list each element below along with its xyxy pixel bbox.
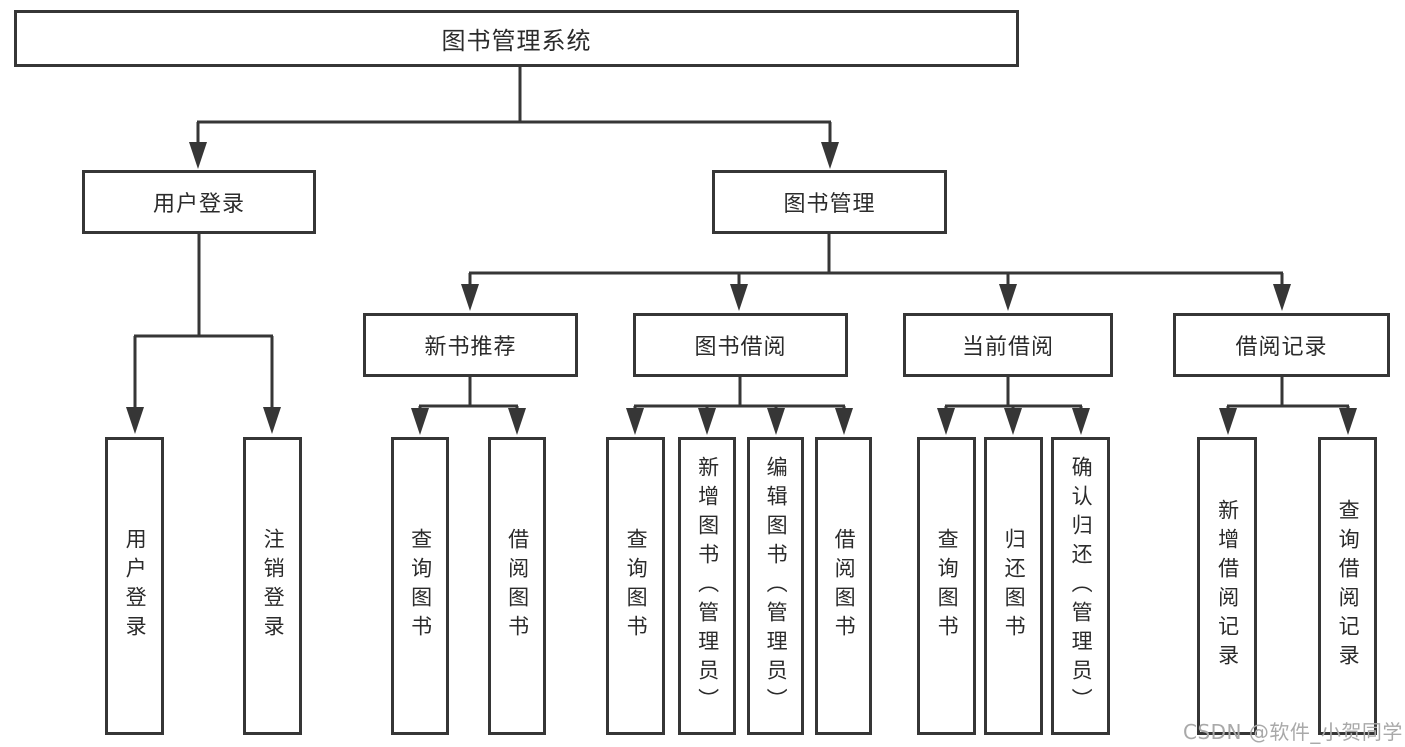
arrowhead xyxy=(1004,408,1022,435)
leaf-borrow-books-recommend: 借阅图书 xyxy=(488,437,546,735)
arrowhead xyxy=(626,408,644,435)
line xyxy=(468,232,1284,290)
arrowhead xyxy=(189,142,207,169)
node-user-login-label: 用户登录 xyxy=(152,192,245,217)
connector-root-to-level2 xyxy=(189,64,839,169)
leaf-logout-label: 注销登录 xyxy=(261,528,286,644)
node-book-management-label: 图书管理 xyxy=(783,192,876,217)
node-book-borrow: 图书借阅 xyxy=(633,313,848,377)
line xyxy=(633,376,846,414)
arrowhead xyxy=(1339,408,1357,435)
arrowhead xyxy=(411,408,429,435)
leaf-query-books-current-label: 查询图书 xyxy=(935,528,960,644)
line xyxy=(196,64,832,148)
connector-borrow-records-to-children xyxy=(1219,376,1357,435)
arrowhead xyxy=(767,408,785,435)
arrowhead xyxy=(730,284,748,311)
leaf-query-books-borrow-label: 查询图书 xyxy=(624,528,649,644)
node-user-login: 用户登录 xyxy=(82,170,316,234)
line xyxy=(418,376,519,414)
connector-book-borrow-to-children xyxy=(626,376,853,435)
leaf-add-borrow-record-label: 新增借阅记录 xyxy=(1215,499,1240,673)
leaf-user-login: 用户登录 xyxy=(105,437,164,735)
leaf-add-book-admin-label: 新增图书（管理员） xyxy=(695,455,720,717)
leaf-borrow-books-recommend-label: 借阅图书 xyxy=(505,528,530,644)
leaf-return-book-label: 归还图书 xyxy=(1002,528,1027,644)
connector-book-management-to-level3 xyxy=(461,232,1291,311)
arrowhead xyxy=(263,407,281,434)
arrowhead xyxy=(821,142,839,169)
connector-current-borrow-to-children xyxy=(937,376,1090,435)
leaf-edit-book-admin-label: 编辑图书（管理员） xyxy=(764,455,789,717)
csdn-watermark: CSDN @软件_小贺同学 xyxy=(1183,720,1403,744)
leaf-query-books-recommend-label: 查询图书 xyxy=(408,528,433,644)
leaf-confirm-return-admin-label: 确认归还（管理员） xyxy=(1069,455,1094,717)
arrowhead xyxy=(698,408,716,435)
arrowhead xyxy=(508,408,526,435)
leaf-logout: 注销登录 xyxy=(243,437,302,735)
leaf-borrow-books: 借阅图书 xyxy=(815,437,872,735)
leaf-return-book: 归还图书 xyxy=(984,437,1043,735)
leaf-add-book-admin: 新增图书（管理员） xyxy=(678,437,736,735)
node-book-management: 图书管理 xyxy=(712,170,947,234)
line xyxy=(1226,376,1350,414)
arrowhead xyxy=(835,408,853,435)
leaf-query-books-current: 查询图书 xyxy=(917,437,976,735)
arrowhead xyxy=(1219,408,1237,435)
arrowhead xyxy=(1072,408,1090,435)
leaf-add-borrow-record: 新增借阅记录 xyxy=(1197,437,1257,735)
leaf-query-books-recommend: 查询图书 xyxy=(391,437,449,735)
arrowhead xyxy=(126,407,144,434)
leaf-query-books-borrow: 查询图书 xyxy=(606,437,665,735)
node-new-book-recommend-label: 新书推荐 xyxy=(424,335,517,360)
arrowhead xyxy=(999,284,1017,311)
node-current-borrow: 当前借阅 xyxy=(903,313,1113,377)
connector-new-book-recommend-to-children xyxy=(411,376,526,435)
leaf-user-login-label: 用户登录 xyxy=(123,528,148,644)
line xyxy=(944,376,1083,414)
node-root: 图书管理系统 xyxy=(14,10,1019,67)
leaf-query-borrow-record-label: 查询借阅记录 xyxy=(1336,499,1361,673)
leaf-confirm-return-admin: 确认归还（管理员） xyxy=(1051,437,1110,735)
node-book-borrow-label: 图书借阅 xyxy=(694,335,787,360)
node-current-borrow-label: 当前借阅 xyxy=(961,335,1054,360)
leaf-edit-book-admin: 编辑图书（管理员） xyxy=(747,437,804,735)
node-borrow-records: 借阅记录 xyxy=(1173,313,1390,377)
arrowhead xyxy=(1273,284,1291,311)
node-root-label: 图书管理系统 xyxy=(441,27,592,55)
leaf-borrow-books-label: 借阅图书 xyxy=(832,528,857,644)
leaf-query-borrow-record: 查询借阅记录 xyxy=(1318,437,1377,735)
node-new-book-recommend: 新书推荐 xyxy=(363,313,578,377)
arrowhead xyxy=(461,284,479,311)
line xyxy=(133,232,274,412)
node-borrow-records-label: 借阅记录 xyxy=(1235,335,1328,360)
arrowhead xyxy=(937,408,955,435)
connector-user-login-to-children xyxy=(126,232,281,434)
